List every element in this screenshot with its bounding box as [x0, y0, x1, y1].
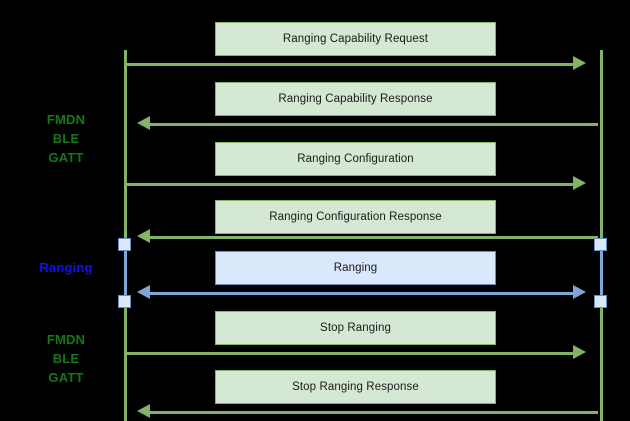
phase-label-line: FMDN	[46, 332, 86, 347]
message-box-stop-ranging: Stop Ranging	[215, 311, 496, 345]
arrow-head-left-icon	[137, 404, 150, 418]
phase-label-ranging: Ranging	[22, 258, 110, 277]
message-box-ranging-capability-response: Ranging Capability Response	[215, 82, 496, 116]
phase-label-line: BLE	[52, 131, 80, 146]
right-lifeline-ranging	[600, 244, 603, 301]
phase-label-line: BLE	[52, 351, 80, 366]
left-lifeline-upper	[124, 50, 127, 244]
activation-box-right-bottom	[594, 295, 607, 308]
message-label: Ranging Capability Response	[278, 93, 433, 105]
left-lifeline-lower	[124, 301, 127, 421]
phase-label-line: GATT	[48, 370, 84, 385]
phase-label-fmdn-ble-gatt-top: FMDN BLE GATT	[22, 110, 110, 167]
message-label: Ranging Configuration	[297, 153, 414, 165]
message-label: Stop Ranging	[320, 322, 391, 334]
message-label: Stop Ranging Response	[292, 381, 419, 393]
arrow-head-right-icon	[573, 345, 586, 359]
message-arrow-ranging-configuration	[126, 183, 575, 186]
activation-box-left-top	[118, 238, 131, 251]
right-lifeline-upper	[600, 50, 603, 244]
message-box-ranging-configuration: Ranging Configuration	[215, 142, 496, 176]
activation-box-right-top	[594, 238, 607, 251]
message-box-ranging-capability-request: Ranging Capability Request	[215, 22, 496, 56]
right-lifeline-lower	[600, 301, 603, 421]
message-arrow-ranging-capability-request	[126, 63, 575, 66]
arrow-head-left-icon	[137, 285, 150, 299]
message-label: Ranging	[333, 262, 378, 274]
message-arrow-stop-ranging	[126, 352, 575, 355]
arrow-head-right-icon	[573, 56, 586, 70]
message-arrow-stop-ranging-response	[150, 411, 598, 414]
message-box-stop-ranging-response: Stop Ranging Response	[215, 370, 496, 404]
message-arrow-ranging-configuration-response	[150, 236, 598, 239]
phase-label-line: Ranging	[39, 260, 93, 275]
arrow-head-right-icon	[573, 176, 586, 190]
message-box-ranging-configuration-response: Ranging Configuration Response	[215, 200, 496, 234]
activation-box-left-bottom	[118, 295, 131, 308]
phase-label-line: GATT	[48, 150, 84, 165]
message-arrow-ranging	[150, 292, 575, 295]
phase-label-fmdn-ble-gatt-bottom: FMDN BLE GATT	[22, 330, 110, 387]
arrow-head-left-icon	[137, 116, 150, 130]
left-lifeline-ranging	[124, 244, 127, 301]
message-box-ranging: Ranging	[215, 251, 496, 285]
message-label: Ranging Configuration Response	[269, 211, 442, 223]
message-arrow-ranging-capability-response	[150, 123, 598, 126]
message-label: Ranging Capability Request	[282, 33, 429, 45]
arrow-head-right-icon	[573, 285, 586, 299]
phase-label-line: FMDN	[46, 112, 86, 127]
arrow-head-left-icon	[137, 229, 150, 243]
